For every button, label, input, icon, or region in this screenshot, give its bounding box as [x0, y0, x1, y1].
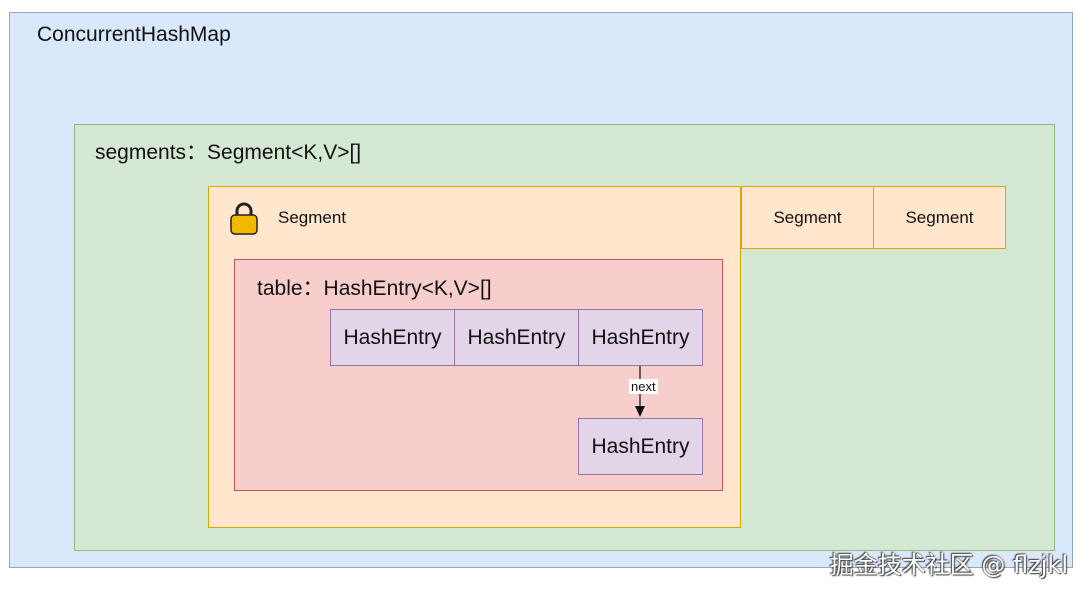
segment-box-3: Segment — [873, 186, 1006, 249]
hashentry-table-title: table：HashEntry<K,V>[] — [257, 277, 492, 300]
hashentry-cell-3: HashEntry — [578, 309, 703, 366]
segments-array-title: segments：Segment<K,V>[] — [95, 141, 362, 164]
segment-main-label: Segment — [278, 208, 347, 227]
segment-box-2: Segment — [741, 186, 874, 249]
hashentry-cell-2: HashEntry — [454, 309, 579, 366]
lock-icon — [230, 202, 258, 235]
next-link-label: next — [629, 379, 658, 394]
hashentry-cell-1: HashEntry — [330, 309, 455, 366]
hashentry-chained-cell: HashEntry — [578, 418, 703, 475]
watermark-text: 掘金技术社区 @ flzjkl — [829, 551, 1068, 579]
concurrent-hashmap-title: ConcurrentHashMap — [37, 23, 231, 46]
